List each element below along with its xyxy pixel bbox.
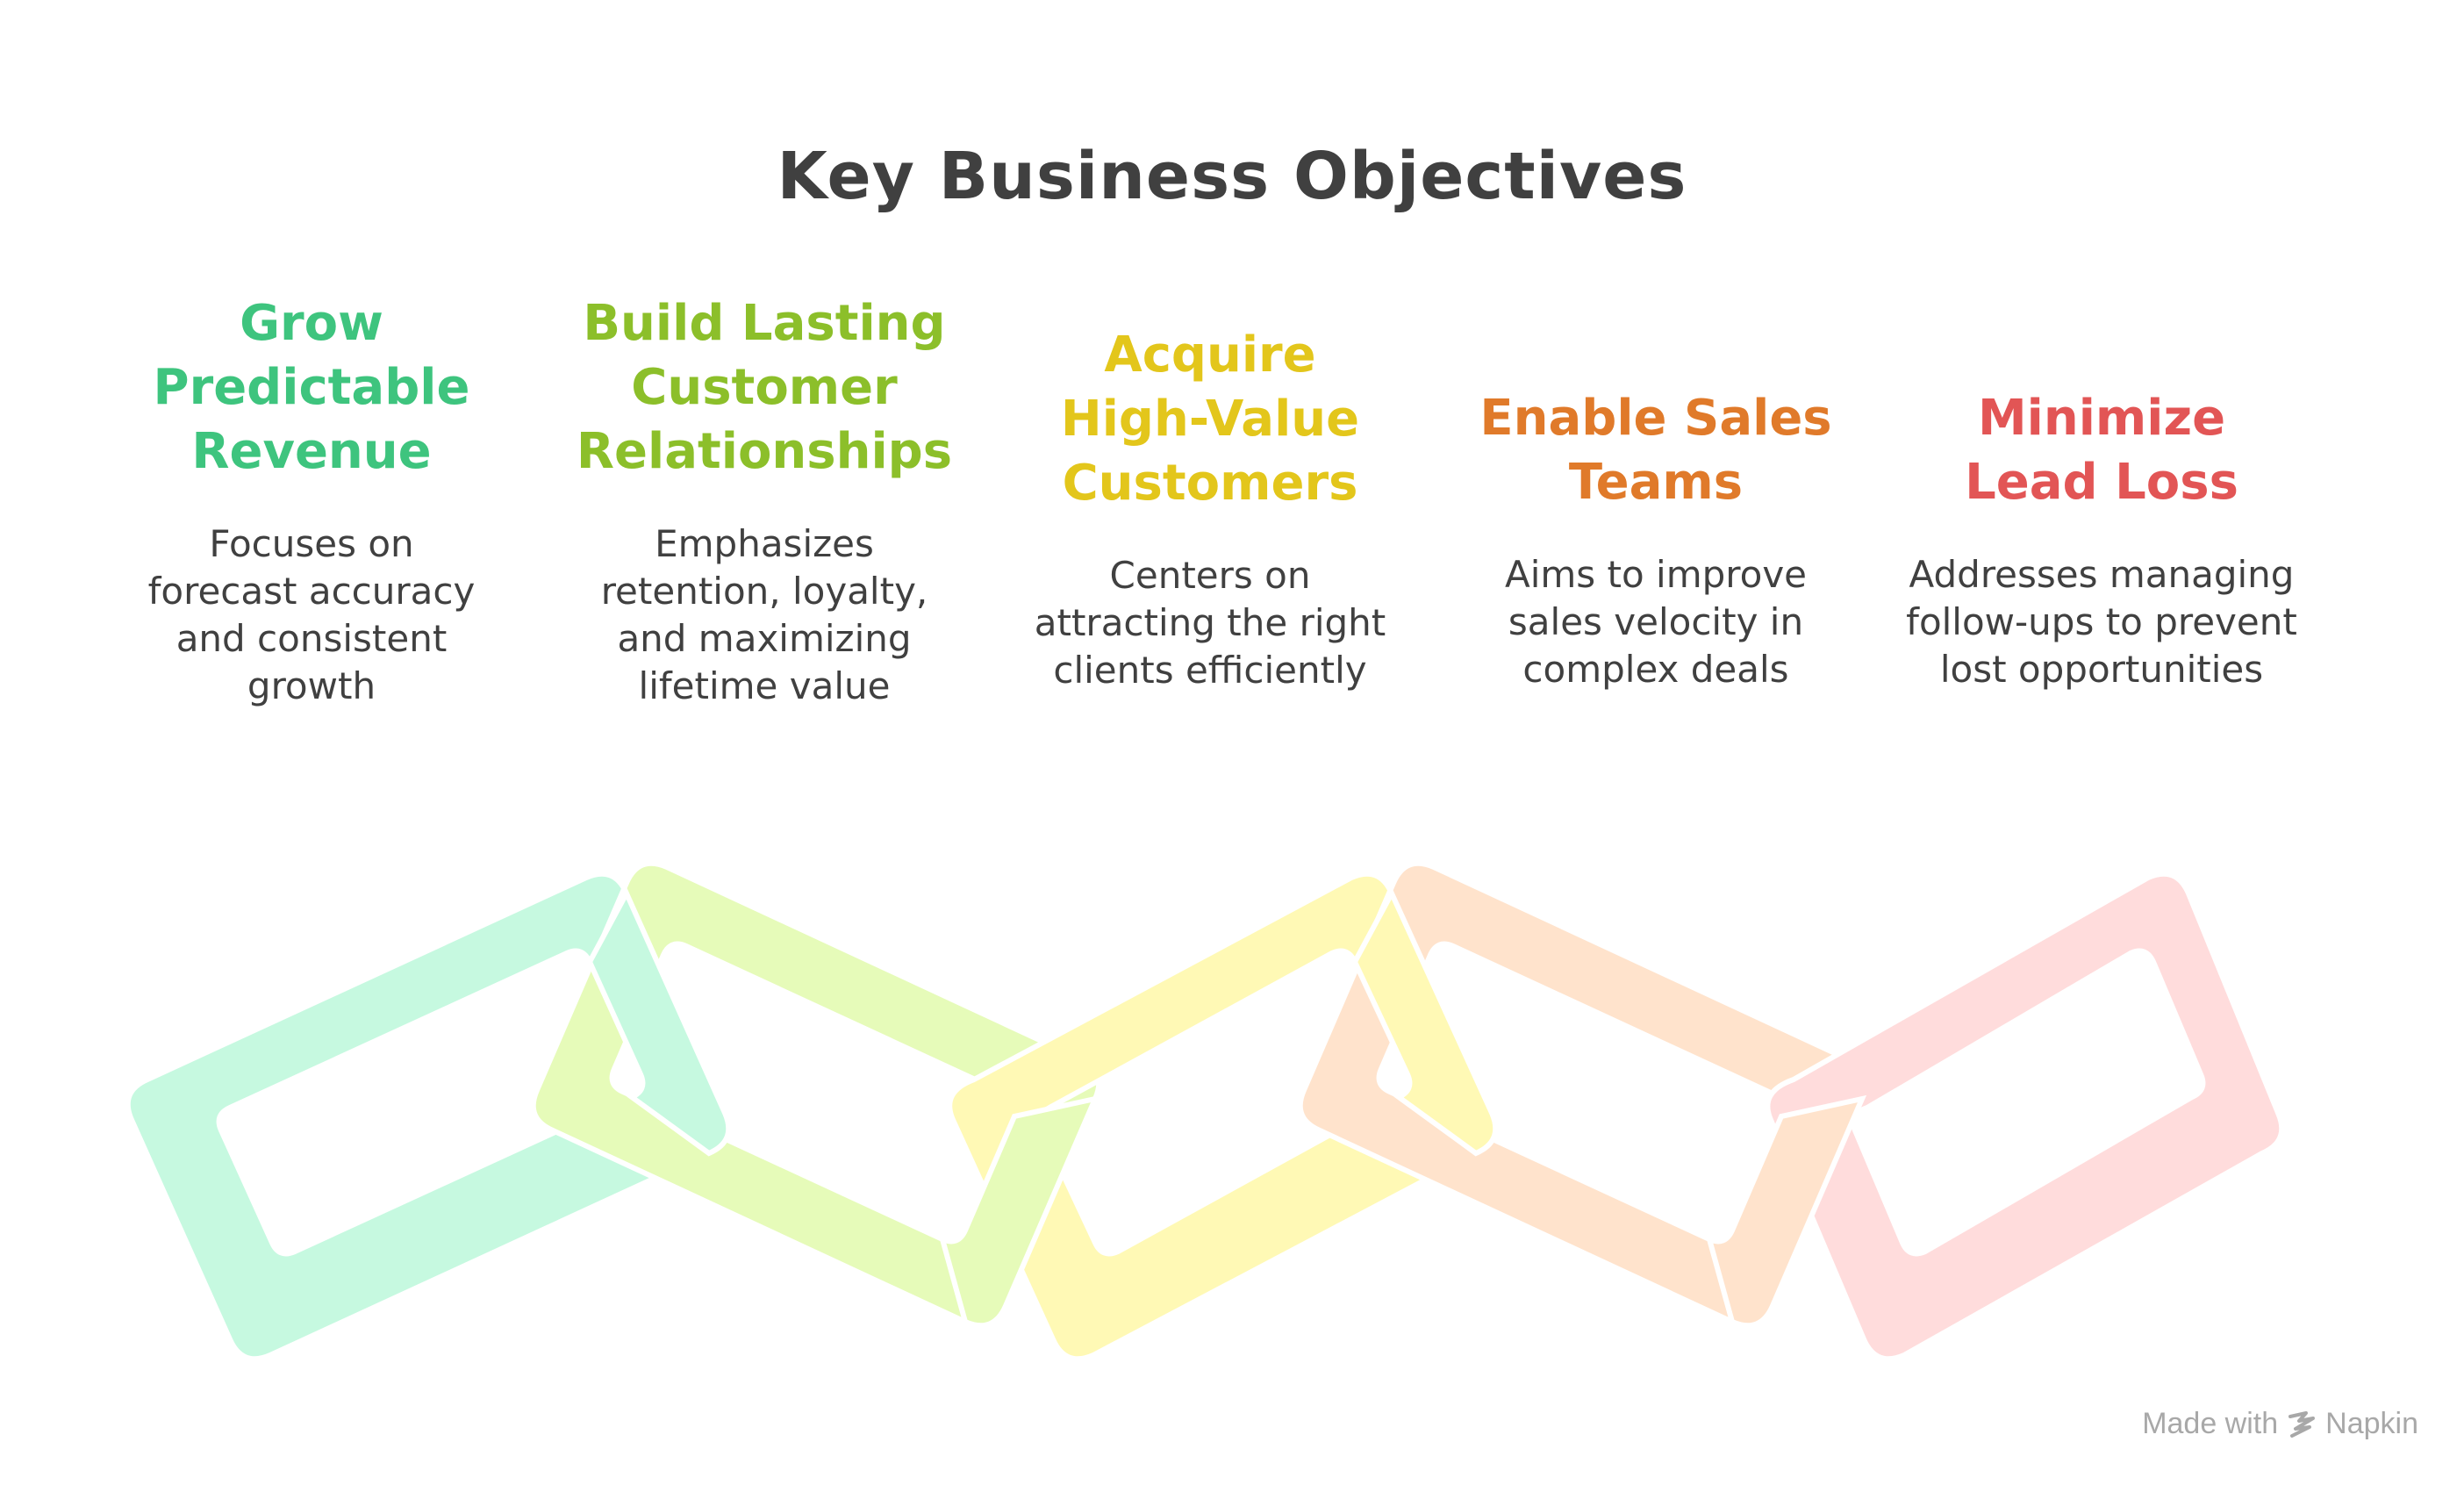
objective-acquire-customers: Acquire High-Value Customers Centers on … (1004, 323, 1416, 694)
objective-build-relationships: Build Lasting Customer Relationships Emp… (558, 291, 971, 710)
objective-title: Enable Sales Teams (1479, 390, 1832, 511)
watermark-brand: Napkin (2325, 1407, 2418, 1440)
objective-title: Minimize Lead Loss (1965, 390, 2238, 511)
watermark-prefix: Made with (2142, 1407, 2279, 1440)
objective-title: Acquire High-Value Customers (1060, 326, 1360, 512)
napkin-watermark[interactable]: Made with Napkin (2142, 1407, 2418, 1441)
objective-description: Emphasizes retention, loyalty, and maxim… (600, 522, 928, 707)
objective-grow-revenue: Grow Predictable Revenue Focuses on fore… (105, 291, 518, 710)
napkin-logo-icon (2289, 1410, 2316, 1438)
objective-description: Addresses managing follow-ups to prevent… (1906, 553, 2297, 691)
objective-title: Build Lasting Customer Relationships (576, 295, 953, 480)
objective-minimize-lead-loss: Minimize Lead Loss Addresses managing fo… (1895, 386, 2308, 693)
page-title: Key Business Objectives (777, 139, 1687, 214)
objective-description: Centers on attracting the right clients … (1034, 554, 1386, 692)
objective-title: Grow Predictable Revenue (153, 295, 470, 480)
objective-enable-sales: Enable Sales Teams Aims to improve sales… (1450, 386, 1862, 693)
objective-description: Aims to improve sales velocity in comple… (1504, 553, 1808, 691)
objective-description: Focuses on forecast accuracy and consist… (147, 522, 476, 707)
